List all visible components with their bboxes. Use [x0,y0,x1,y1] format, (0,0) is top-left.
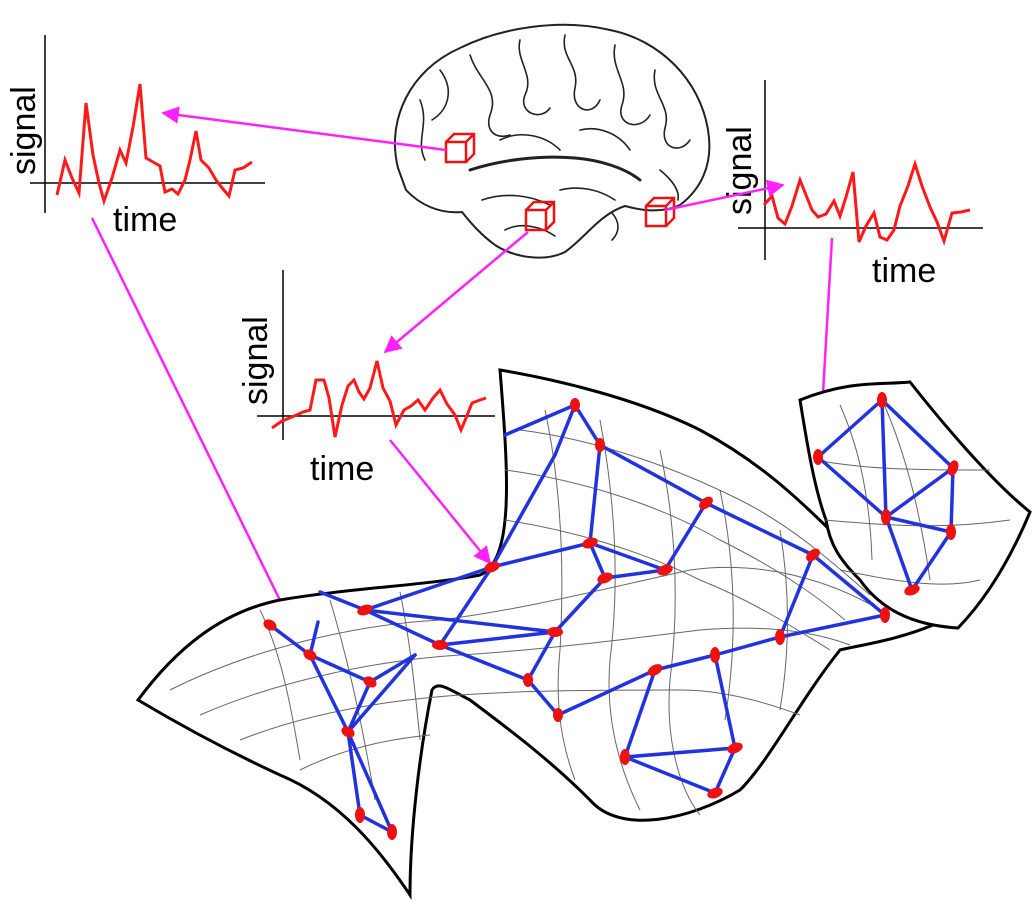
x-axis-label: time [113,201,177,239]
cube-icon-occipital [644,196,676,228]
node [710,647,720,663]
manifold-surface [135,368,1032,900]
signal-plot-left: signal time [5,35,265,239]
node [647,664,663,676]
node [775,629,785,645]
arrow-cube-to-middle-plot [383,231,529,354]
arrow-left-plot-to-surface [90,217,304,647]
signal-trace [271,360,487,438]
node [553,708,563,722]
node [947,460,959,476]
network-nodes [263,392,959,840]
node [357,604,373,616]
node [904,584,920,596]
node [387,824,397,840]
node [432,640,448,650]
node [484,561,500,573]
node [813,449,823,465]
cube-icon-frontal [444,132,476,164]
signal-trace [55,83,253,207]
node [355,807,365,823]
node [263,619,277,631]
node [946,524,956,540]
node [582,537,598,549]
node [699,496,713,510]
brain-illustration [393,23,711,259]
node [547,627,563,637]
y-axis-label: signal [721,126,759,215]
node [597,572,613,584]
node [707,787,723,799]
node [657,564,673,576]
node [595,438,605,452]
arrow-middle-plot-to-surface [389,439,492,565]
node [806,548,820,562]
y-axis-label: signal [237,316,275,405]
network-edges [268,398,955,834]
node [727,742,743,754]
node [877,392,887,408]
signal-plot-middle: signal time [237,270,495,488]
x-axis-label: time [310,450,374,488]
signal-plot-right: signal time [721,80,983,290]
surface-mesh [169,394,1011,816]
signal-trace [762,159,971,246]
cube-icon-temporal [524,200,556,232]
y-axis-label: signal [5,86,43,175]
node [303,649,317,661]
node [570,398,580,412]
arrow-cube-to-left-plot [161,106,447,152]
node [881,509,891,525]
x-axis-label: time [872,252,936,290]
node [620,749,630,765]
node [363,676,377,688]
node [523,673,533,687]
node [341,726,355,738]
node [880,607,890,623]
arrow-cube-to-right-plot [664,179,785,212]
